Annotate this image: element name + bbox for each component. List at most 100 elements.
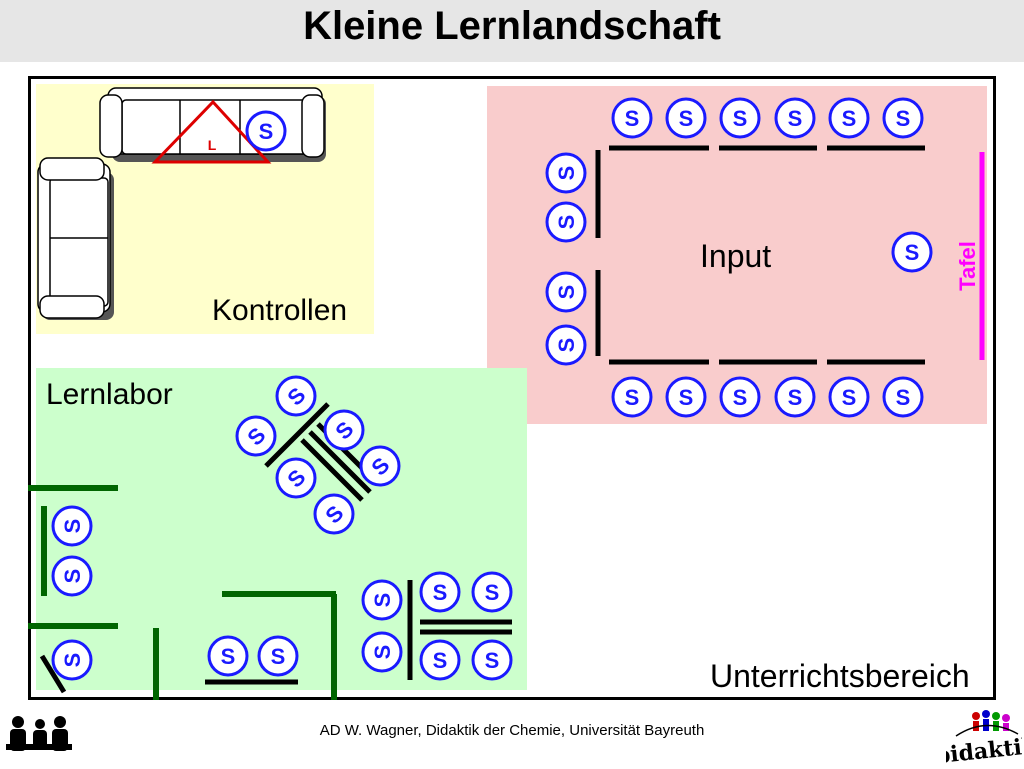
- student-circle: [51, 505, 93, 547]
- student-circle: [207, 635, 249, 677]
- student-circle: [719, 376, 761, 418]
- tafel-label: Tafel: [955, 241, 980, 291]
- sofa-left: [37, 157, 114, 320]
- student-seat: S: [313, 493, 355, 535]
- student-label: S: [842, 385, 857, 410]
- student-label: S: [485, 648, 500, 673]
- student-circle: [51, 639, 93, 681]
- student-circle: [882, 376, 924, 418]
- student-circle: [323, 409, 365, 451]
- student-label: S: [554, 338, 579, 353]
- student-circle: [774, 376, 816, 418]
- student-circle: [51, 555, 93, 597]
- classroom-frame: [28, 76, 996, 700]
- student-label: S: [554, 215, 579, 230]
- student-circle: [313, 493, 355, 535]
- student-seat: S: [774, 376, 816, 418]
- student-seat: S: [471, 639, 513, 681]
- student-circle: [361, 631, 403, 673]
- logo-figures-icon: bidaktik: [934, 710, 1024, 769]
- student-label: S: [60, 653, 85, 668]
- student-label: S: [370, 645, 395, 660]
- student-seat: S: [245, 110, 287, 152]
- teacher-label: L: [208, 137, 217, 153]
- student-circle: [882, 97, 924, 139]
- student-seat: S: [828, 97, 870, 139]
- student-label: S: [485, 580, 500, 605]
- footer-credit: AD W. Wagner, Didaktik der Chemie, Unive…: [319, 722, 705, 739]
- student-seat: S: [207, 635, 249, 677]
- student-seat: S: [361, 631, 403, 673]
- student-label: S: [679, 106, 694, 131]
- student-seat: S: [323, 409, 365, 451]
- student-seat: S: [611, 376, 653, 418]
- student-circle: [828, 376, 870, 418]
- teacher-marker: L: [151, 99, 272, 164]
- svg-text:bidaktik: bidaktik: [946, 733, 1022, 764]
- student-circle: [235, 415, 277, 457]
- student-label: S: [221, 644, 236, 669]
- student-label: S: [679, 385, 694, 410]
- student-seat: S: [545, 271, 587, 313]
- input-label: Input: [700, 238, 772, 274]
- student-label: S: [788, 385, 803, 410]
- unterricht-label: Unterrichtsbereich: [710, 658, 970, 694]
- student-circle: [275, 457, 317, 499]
- student-circle: [828, 97, 870, 139]
- student-label: S: [896, 106, 911, 131]
- student-circle: [774, 97, 816, 139]
- student-seat: S: [828, 376, 870, 418]
- student-seat: S: [665, 376, 707, 418]
- lernlabor-green-benches: [28, 485, 337, 700]
- student-seat: S: [774, 97, 816, 139]
- student-circle: [471, 571, 513, 613]
- bidaktik-logo: bidaktik: [934, 706, 1024, 769]
- student-seat: S: [359, 445, 401, 487]
- student-label: S: [433, 648, 448, 673]
- student-seat: S: [719, 376, 761, 418]
- student-seat: S: [882, 97, 924, 139]
- title-bar: [0, 0, 1024, 62]
- student-circle: [719, 97, 761, 139]
- student-label: S: [370, 593, 395, 608]
- student-seat: S: [719, 97, 761, 139]
- student-label: S: [905, 240, 920, 265]
- student-seat: S: [361, 579, 403, 621]
- student-circle: [611, 97, 653, 139]
- student-label: S: [60, 519, 85, 534]
- people-icon: [6, 716, 72, 751]
- student-label: S: [271, 644, 286, 669]
- student-circle: [545, 152, 587, 194]
- student-label: S: [625, 106, 640, 131]
- student-seat: S: [545, 152, 587, 194]
- lernlabor-label: Lernlabor: [46, 378, 173, 411]
- student-label: S: [842, 106, 857, 131]
- student-seat: S: [257, 635, 299, 677]
- student-seat: S: [545, 324, 587, 366]
- student-circle: [665, 376, 707, 418]
- student-label: S: [554, 166, 579, 181]
- student-circle: [275, 375, 317, 417]
- student-circle: [257, 635, 299, 677]
- kontrollen-label: Kontrollen: [212, 294, 348, 327]
- student-seat: S: [275, 457, 317, 499]
- student-seat: S: [471, 571, 513, 613]
- student-label: S: [259, 119, 274, 144]
- student-seat: S: [545, 201, 587, 243]
- student-label: S: [733, 385, 748, 410]
- student-seat: S: [51, 555, 93, 597]
- student-circle: [545, 324, 587, 366]
- student-circle: [545, 271, 587, 313]
- student-circle: [891, 231, 933, 273]
- student-seat: S: [665, 97, 707, 139]
- student-seat: S: [51, 639, 93, 681]
- student-circle: [665, 97, 707, 139]
- student-seat: S: [275, 375, 317, 417]
- student-seat: S: [235, 415, 277, 457]
- student-seat: S: [419, 639, 461, 681]
- student-circle: [471, 639, 513, 681]
- student-label: S: [625, 385, 640, 410]
- student-label: S: [60, 569, 85, 584]
